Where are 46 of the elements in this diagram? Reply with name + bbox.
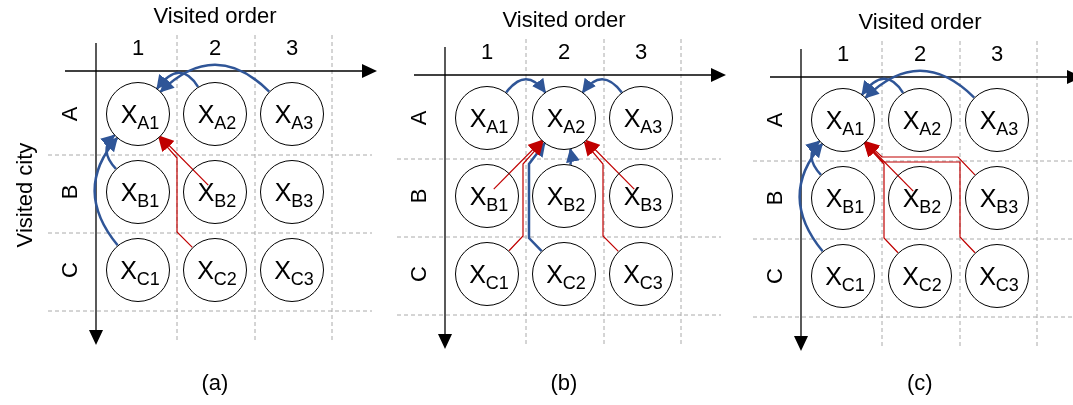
arrow: [865, 141, 976, 176]
arrow: [798, 143, 824, 253]
arrow: [159, 135, 209, 186]
arrow: [508, 140, 544, 252]
arrow: [156, 71, 200, 90]
axis-title: Visited order: [502, 9, 626, 31]
panel-label: (c): [907, 372, 933, 394]
arrow: [805, 140, 822, 176]
arrow: [861, 77, 905, 96]
arrow: [863, 142, 899, 254]
axis-title: Visited city: [13, 142, 36, 248]
column-number: 2: [914, 43, 927, 65]
panel-label: (b): [550, 372, 578, 394]
arrow: [159, 63, 271, 93]
column-number: 1: [481, 41, 494, 63]
arrow: [864, 69, 976, 99]
arrow: [581, 77, 623, 94]
column-number: 1: [132, 37, 145, 59]
arrow: [565, 147, 580, 165]
column-number: 1: [837, 43, 850, 65]
arrow: [158, 136, 193, 248]
arrow: [493, 139, 543, 190]
row-letter: B: [407, 188, 430, 204]
axis-title: Visited order: [153, 5, 277, 27]
column-number: 3: [635, 41, 648, 63]
column-number: 3: [286, 37, 299, 59]
arrow: [93, 137, 119, 247]
arrow: [864, 142, 976, 254]
row-letter: B: [763, 190, 786, 206]
column-number: 2: [558, 41, 571, 63]
column-number: 2: [209, 37, 222, 59]
row-letter: B: [58, 184, 81, 200]
row-letter: A: [58, 106, 81, 122]
arrow: [583, 141, 619, 252]
row-letter: C: [407, 266, 430, 282]
row-letter: C: [763, 268, 786, 284]
row-letter: A: [763, 112, 786, 128]
row-letter: C: [58, 262, 81, 278]
arrow: [100, 134, 117, 170]
arrow: [527, 142, 546, 252]
axis-title: Visited order: [858, 11, 982, 33]
arrow: [585, 139, 635, 190]
row-letter: A: [407, 110, 430, 126]
arrow: [505, 77, 547, 94]
panel-label: (a): [201, 372, 229, 394]
column-number: 3: [991, 43, 1004, 65]
